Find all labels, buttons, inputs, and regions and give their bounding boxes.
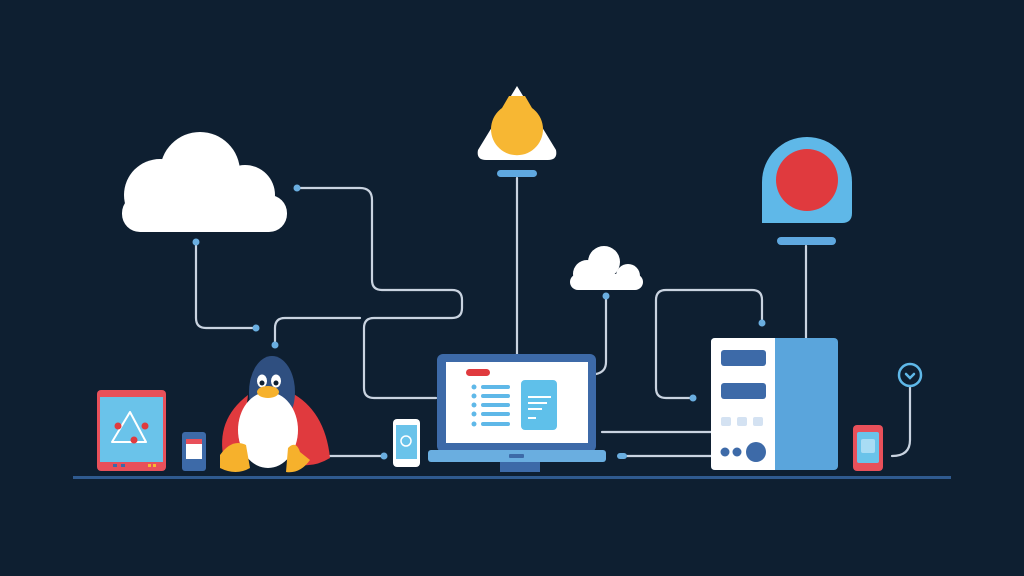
cloud-icon bbox=[122, 132, 287, 232]
laptop-stand bbox=[500, 462, 540, 472]
node-dot bbox=[758, 319, 766, 327]
laptop-list bbox=[471, 384, 510, 427]
wire-branch-penguin bbox=[273, 316, 362, 346]
phone-icon[interactable] bbox=[393, 419, 420, 467]
document-lines bbox=[528, 396, 551, 419]
small-cloud-icon bbox=[570, 246, 643, 290]
record-badge-icon bbox=[762, 137, 852, 245]
node-dot bbox=[689, 394, 697, 402]
server-icon[interactable] bbox=[711, 338, 838, 470]
laptop-document-card bbox=[521, 380, 557, 430]
node-dot bbox=[192, 238, 200, 246]
lightbulb-icon bbox=[477, 86, 557, 177]
laptop-icon[interactable] bbox=[428, 354, 606, 472]
phone-icon[interactable] bbox=[853, 425, 883, 471]
laptop-trackpad bbox=[509, 454, 524, 458]
checkmark-circle-icon bbox=[897, 362, 923, 388]
baseline bbox=[73, 476, 951, 479]
wire-cloud-to-penguin bbox=[194, 240, 258, 330]
node-dot bbox=[602, 292, 610, 300]
node-dot bbox=[271, 341, 279, 349]
wire-loop-server bbox=[654, 288, 764, 400]
phone-icon[interactable] bbox=[182, 432, 206, 471]
node-dot bbox=[380, 452, 388, 460]
tablet-icon[interactable] bbox=[97, 390, 166, 471]
penguin-mascot bbox=[220, 356, 330, 473]
node-dot bbox=[293, 184, 301, 192]
wire-small-cloud-to-laptop bbox=[594, 294, 608, 376]
node-dot bbox=[617, 453, 627, 459]
wire-cloud-to-laptop bbox=[295, 186, 464, 400]
wire-check-to-phone bbox=[890, 385, 912, 458]
node-dot bbox=[252, 324, 260, 332]
connection-wires bbox=[194, 176, 912, 458]
wire-node-dots bbox=[192, 184, 766, 460]
laptop-header-pill bbox=[466, 369, 490, 376]
